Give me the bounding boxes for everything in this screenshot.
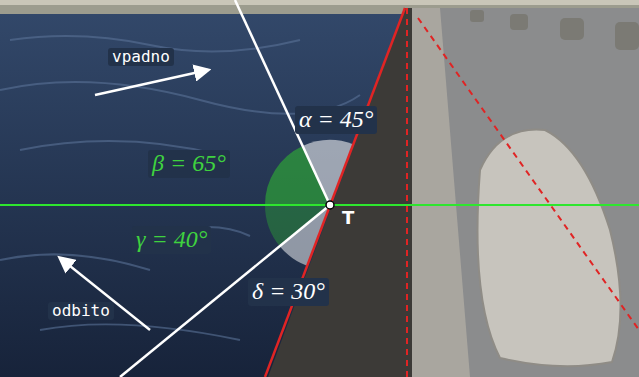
angle-delta: [280, 205, 330, 266]
point-label: T: [338, 208, 358, 229]
bollards: [470, 10, 639, 50]
direction-label: vpadno: [108, 48, 174, 66]
angle-label: α = 45°: [295, 106, 377, 134]
promenade: [412, 8, 639, 377]
dashed-diagonal: [418, 18, 639, 330]
angle-beta: [265, 146, 330, 205]
rock: [478, 130, 621, 367]
normal-line: [0, 204, 639, 206]
waves: [0, 36, 360, 340]
sky-strip: [0, 0, 639, 5]
incident-arrow: [95, 70, 208, 95]
incident-ray: [235, 0, 330, 205]
angle-label: γ = 40°: [132, 226, 211, 254]
reflected-ray: [120, 205, 330, 377]
dashed-edge: [406, 8, 408, 377]
angle-label: β = 65°: [148, 150, 230, 178]
stone-edge: [412, 8, 470, 377]
wall-line: [265, 8, 405, 377]
direction-label: odbito: [48, 302, 114, 320]
angle-label: δ = 30°: [248, 278, 329, 306]
point-t: [326, 201, 334, 209]
